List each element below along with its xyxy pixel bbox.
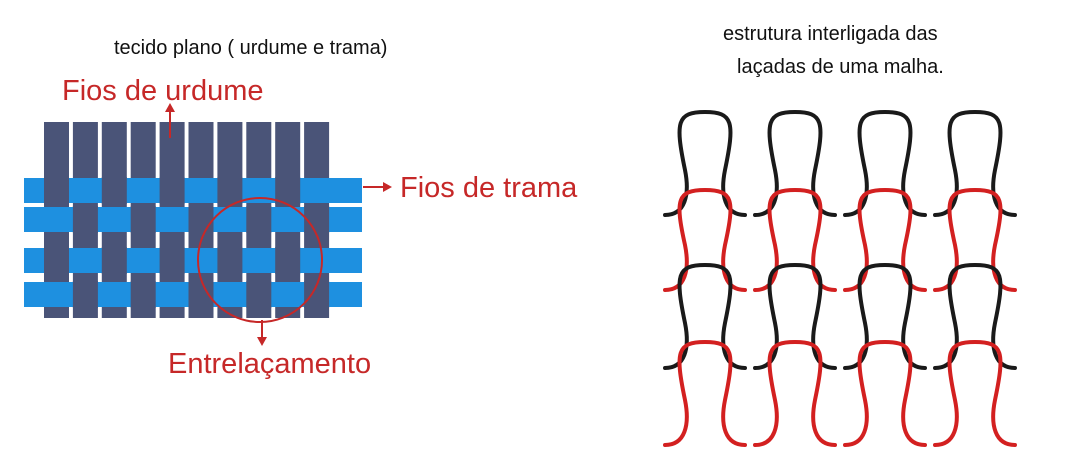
knit-loop [843,262,927,370]
woven-fabric-diagram [24,103,392,346]
woven-fabric-title: tecido plano ( urdume e trama) [114,37,388,59]
knit-loop [663,262,747,370]
knit-loops [663,109,1017,447]
warp-over-segment [101,177,127,204]
knit-loop [663,187,747,292]
warp-over-segment [101,247,127,274]
knit-loop [753,109,837,217]
knit-loop [933,187,1017,292]
warp-over-segment [72,281,98,308]
warp-over-segment [188,206,214,233]
warp-over-segment [188,281,214,308]
knit-loop [753,262,837,370]
warp-over-segments [44,177,330,308]
weft-thread [24,248,362,273]
warp-over-segment [275,177,301,204]
knit-loop [933,262,1017,370]
weft-threads-label: Fios de trama [400,172,578,204]
knit-fabric-diagram [663,109,1017,447]
weft-arrow [363,182,392,192]
warp-over-segment [159,247,185,274]
warp-over-segment [246,281,272,308]
warp-over-segment [130,281,156,308]
warp-over-segment [217,247,243,274]
knit-loop [933,339,1017,447]
knit-loop [753,339,837,447]
interlacing-circle [197,197,323,323]
knit-loop [843,109,927,217]
warp-over-segment [217,177,243,204]
warp-arrow [165,103,175,138]
warp-over-segment [130,206,156,233]
knit-title-line2: laçadas de uma malha. [737,56,944,78]
warp-over-segment [275,247,301,274]
knit-loop [753,187,837,292]
knit-loop [843,187,927,292]
warp-over-segment [246,206,272,233]
warp-threads-label: Fios de urdume [62,75,264,107]
warp-over-segment [159,177,185,204]
knit-loop [933,109,1017,217]
knit-loop [663,339,747,447]
knit-loop [843,339,927,447]
knit-loop [663,109,747,217]
warp-over-segment [72,206,98,233]
knit-title-line1: estrutura interligada das [723,23,938,45]
warp-over-segment [304,206,330,233]
interlacing-label: Entrelaçamento [168,348,372,380]
warp-over-segment [44,247,69,274]
weft-thread [24,178,362,203]
warp-over-segment [44,177,69,204]
interlace-arrow [257,320,267,346]
